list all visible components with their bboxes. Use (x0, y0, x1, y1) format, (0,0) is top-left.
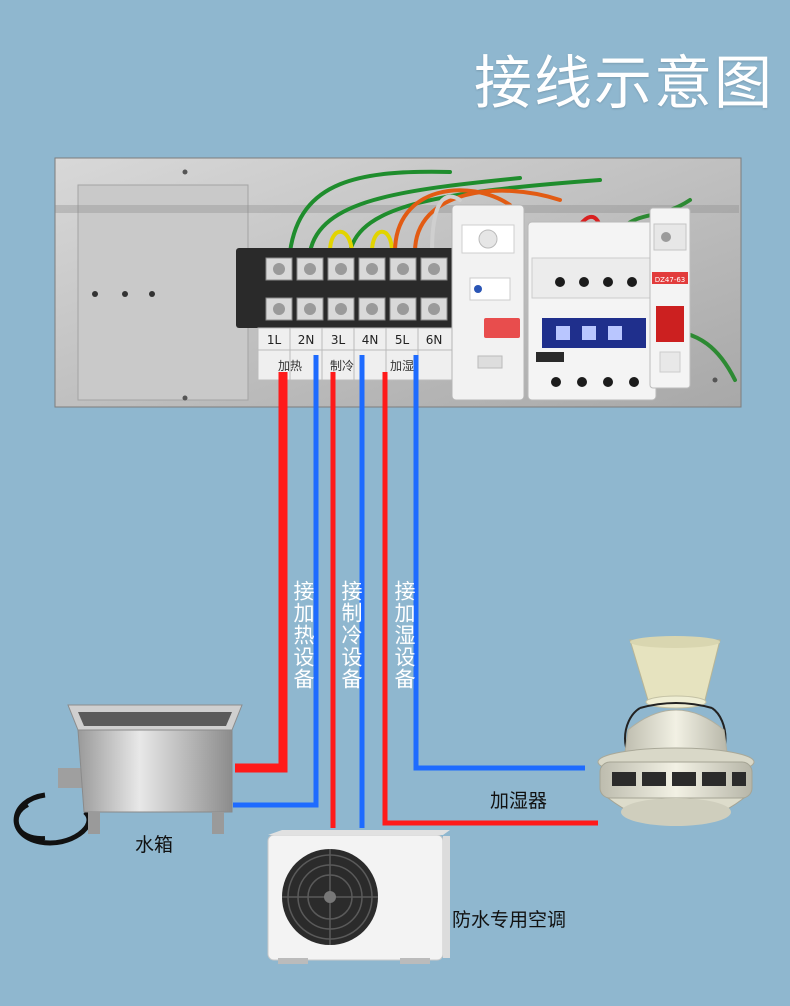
label-water-tank: 水箱 (135, 834, 174, 856)
wire-label-humidify: 接加湿设备 (392, 580, 416, 690)
wire-label-cooling: 接制冷设备 (339, 580, 363, 690)
contactor (527, 221, 657, 401)
terminal-4N: 4N (362, 333, 379, 347)
panel-hole (149, 291, 155, 297)
terminal-block: 1L 2N 3L 4N 5L 6N 加热 制冷 加湿 (236, 248, 462, 381)
wire-heating-live (235, 372, 288, 773)
label-ac: 防水专用空调 (452, 909, 567, 931)
relay-module (451, 204, 525, 401)
wire-label-heating: 接加热设备 (291, 580, 315, 690)
water-tank (13, 704, 243, 846)
panel-hole (122, 291, 128, 297)
group-label-heating: 加热 (278, 359, 302, 373)
wire-humidify-live (382, 372, 598, 826)
group-label-cooling: 制冷 (330, 359, 354, 373)
terminal-3L: 3L (331, 333, 346, 347)
ac-outdoor-unit (267, 830, 450, 964)
label-humidifier: 加湿器 (490, 790, 548, 812)
terminal-5L: 5L (395, 333, 410, 347)
page-title: 接线示意图 (473, 49, 774, 117)
humidifier (597, 636, 755, 826)
panel-hole (92, 291, 98, 297)
circuit-breaker: DZ47-63 (649, 207, 691, 389)
wires (233, 355, 598, 828)
wire-humidify-neutral (413, 355, 585, 771)
terminal-1L: 1L (267, 333, 282, 347)
terminal-6N: 6N (426, 333, 443, 347)
group-label-humidify: 加湿 (390, 358, 414, 373)
wire-heating-neutral (233, 355, 319, 808)
terminal-2N: 2N (298, 333, 315, 347)
control-panel: 1L 2N 3L 4N 5L 6N 加热 制冷 加湿 (54, 157, 742, 408)
breaker-model-label: DZ47-63 (655, 276, 686, 284)
